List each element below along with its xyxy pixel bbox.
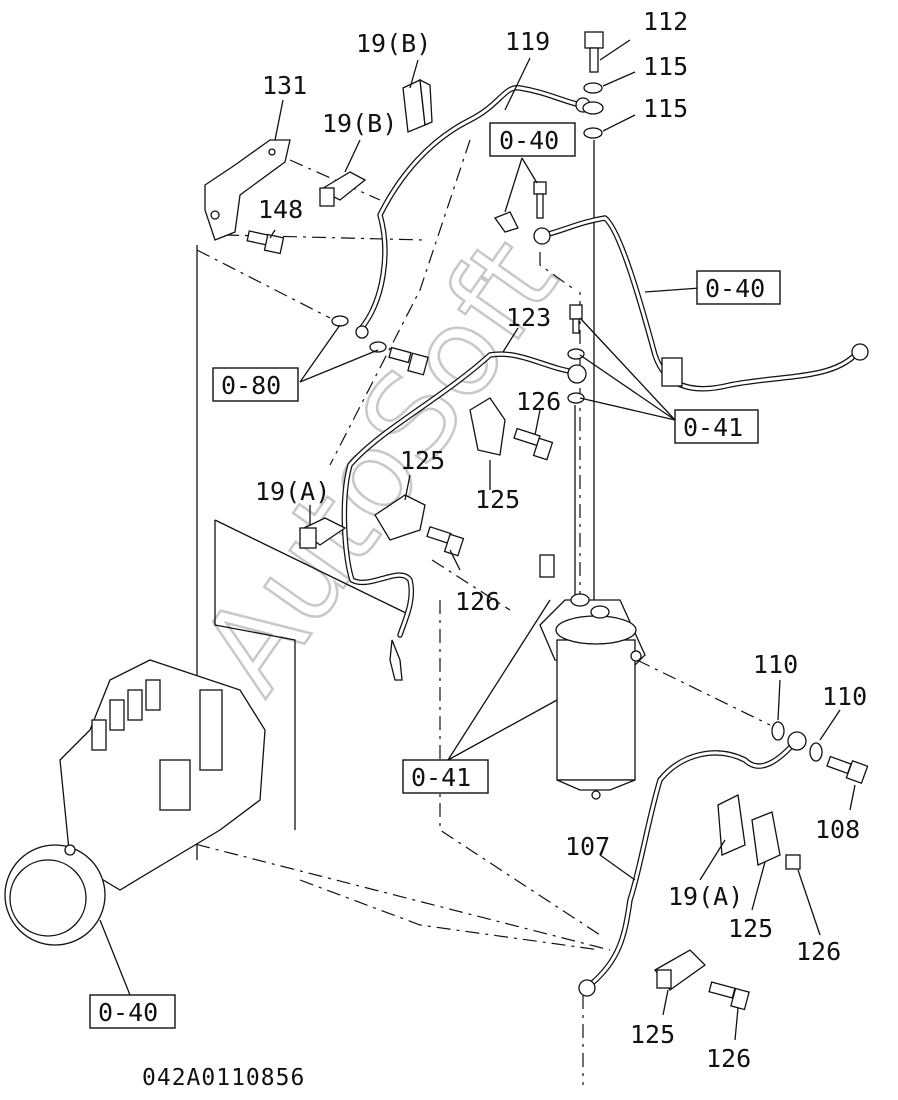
label-125-d: 125 [630, 1020, 675, 1049]
label-19b-mid: 19(B) [322, 109, 397, 138]
ref-0-41-bottom: 0-41 [411, 763, 471, 792]
label-126-b: 126 [455, 587, 500, 616]
label-123: 123 [506, 303, 551, 332]
label-126-d: 126 [706, 1044, 751, 1073]
clamps-125 [374, 397, 801, 1011]
label-112: 112 [643, 7, 688, 36]
injection-pump [4, 659, 266, 946]
pipe-119 [355, 85, 591, 339]
reference-boxes: 0-40 0-40 0-80 0-41 0-41 0-40 [89, 122, 781, 1029]
label-110-a: 110 [753, 650, 798, 679]
bolt-148 [246, 230, 285, 255]
part-labels: 112 115 115 119 19(B) 19(B) 131 148 123 … [255, 7, 867, 1073]
label-131: 131 [262, 71, 307, 100]
label-126-a: 126 [516, 387, 561, 416]
clamps-19b [318, 78, 433, 207]
pipe-right [533, 215, 869, 392]
ref-0-41-right: 0-41 [683, 413, 743, 442]
clamp-19a-left [298, 517, 347, 549]
pipe-123 [341, 351, 587, 681]
label-126-c: 126 [796, 937, 841, 966]
drawing-code: 042A0110856 [142, 1065, 305, 1091]
label-125-a: 125 [400, 446, 445, 475]
label-107: 107 [565, 832, 610, 861]
label-110-b: 110 [822, 682, 867, 711]
label-108: 108 [815, 815, 860, 844]
label-19a-left: 19(A) [255, 477, 330, 506]
ref-0-40-right: 0-40 [705, 274, 765, 303]
label-119: 119 [505, 27, 550, 56]
label-125-c: 125 [728, 914, 773, 943]
label-125-b: 125 [475, 485, 520, 514]
fuel-filter [539, 554, 646, 800]
bracket-131 [204, 139, 291, 241]
phantom-lines [139, 139, 771, 1085]
washers-110 [771, 721, 869, 785]
ref-0-80: 0-80 [221, 371, 281, 400]
washers-left [331, 315, 429, 376]
leader-lines [99, 39, 856, 1041]
label-148: 148 [258, 195, 303, 224]
label-115-b: 115 [643, 94, 688, 123]
eye-bolt [493, 181, 547, 233]
ref-0-40-bottom: 0-40 [98, 998, 158, 1027]
label-115-a: 115 [643, 52, 688, 81]
label-19a-right: 19(A) [668, 882, 743, 911]
pipe-107 [578, 731, 807, 997]
ref-0-40-top: 0-40 [499, 126, 559, 155]
bolt-112 [582, 31, 604, 139]
label-19b-top: 19(B) [356, 29, 431, 58]
washers-center [567, 304, 585, 404]
